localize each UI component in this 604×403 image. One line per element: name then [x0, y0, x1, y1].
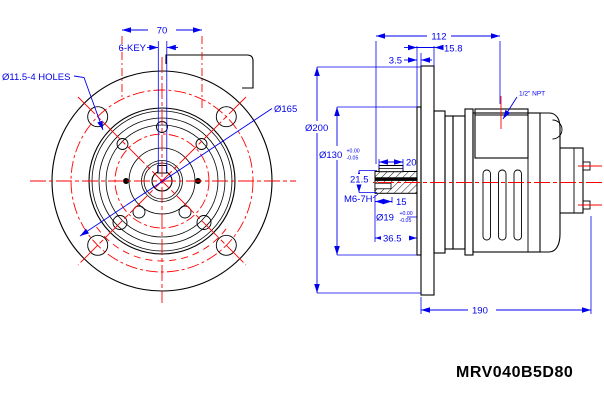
endbell-bottom	[540, 213, 561, 253]
dim-365-mask	[381, 232, 409, 243]
bore-edge-band	[375, 177, 417, 181]
dim-158-label: 15.8	[444, 44, 463, 55]
drawing-title: MRV040B5D80	[456, 364, 573, 381]
leader-m6	[372, 193, 379, 199]
gearbox-section-1	[433, 110, 446, 254]
screw-hole-se2	[196, 215, 212, 230]
mount-hole-se	[215, 234, 237, 256]
endbell-detail-arc	[552, 119, 563, 140]
dim-od130-tol-upper: +0.00	[347, 149, 360, 155]
side-view-extension-lines	[317, 41, 592, 314]
dim-15-label: 15	[396, 197, 407, 208]
front-view: 70 6-KEY Ø11.5-4 HOLES Ø165	[2, 23, 297, 303]
screw-hole-sw2	[112, 215, 128, 230]
dim-215-mask	[348, 174, 373, 185]
screw-hole-se1	[178, 205, 192, 219]
cooling-slot-3	[513, 169, 522, 241]
screw-hole-nw	[116, 138, 129, 150]
dim-bore19-label: Ø19	[376, 213, 394, 224]
spigot-section	[416, 106, 422, 256]
dim-20-label: 20	[406, 158, 417, 169]
dim-112-label: 112	[431, 32, 446, 43]
conduit-label: 1/2" NPT	[519, 91, 545, 98]
dim-190-mask	[468, 303, 496, 316]
dim-112-mask	[427, 29, 451, 41]
bolt-circle-label: Ø165	[274, 104, 297, 115]
dim-od130-tol-lower: -0.05	[347, 156, 359, 162]
mount-hole-sw	[87, 234, 109, 256]
leader-bolt-circle	[79, 108, 273, 237]
dim-bore19-tol-upper: +0.00	[400, 211, 413, 217]
dim-70-mask	[148, 23, 176, 35]
endbell-top	[540, 112, 561, 148]
cooling-slot-1	[482, 169, 491, 241]
side-view-dimension-lines	[314, 33, 591, 313]
dim-70-label: 70	[157, 26, 168, 37]
dim-od130-mask	[318, 146, 362, 160]
key-label: 6-KEY	[119, 43, 147, 54]
dim-od200-label: Ø200	[305, 123, 328, 134]
fan-cover	[559, 147, 584, 214]
dim-215-label: 21.5	[350, 175, 369, 186]
dim-365-label: 36.5	[383, 234, 402, 245]
front-view-dimensions	[73, 27, 273, 237]
tapped-hole-label: M6-7H	[344, 194, 373, 205]
dim-od130-label: Ø130	[319, 150, 342, 161]
holes-label: Ø11.5-4 HOLES	[2, 72, 70, 83]
tapped-hole-m6	[374, 182, 392, 190]
mount-hole-ne	[215, 106, 237, 128]
leader-npt	[502, 96, 518, 120]
terminal-box	[474, 108, 529, 159]
screw-hole-ne	[195, 138, 208, 150]
screw-hole-sw1	[132, 205, 146, 219]
dim-190-label: 190	[472, 306, 488, 317]
dim-od200-mask	[304, 121, 332, 133]
side-view-centerlines	[352, 96, 603, 206]
motor-flange	[464, 108, 474, 256]
center-mark	[160, 179, 164, 183]
terminal-box-outline-front	[165, 54, 254, 89]
leader-holes	[73, 75, 104, 131]
side-view: 112 15.8 3.5 Ø200 Ø130 +0.00 -0.05 20 21…	[304, 29, 603, 317]
cooling-slot-2	[498, 169, 507, 241]
output-flange	[420, 65, 435, 296]
dim-bore19-tol-lower: -0.05	[400, 218, 412, 224]
side-view-geometry	[374, 65, 591, 296]
dim-35-label: 3.5	[389, 56, 402, 67]
